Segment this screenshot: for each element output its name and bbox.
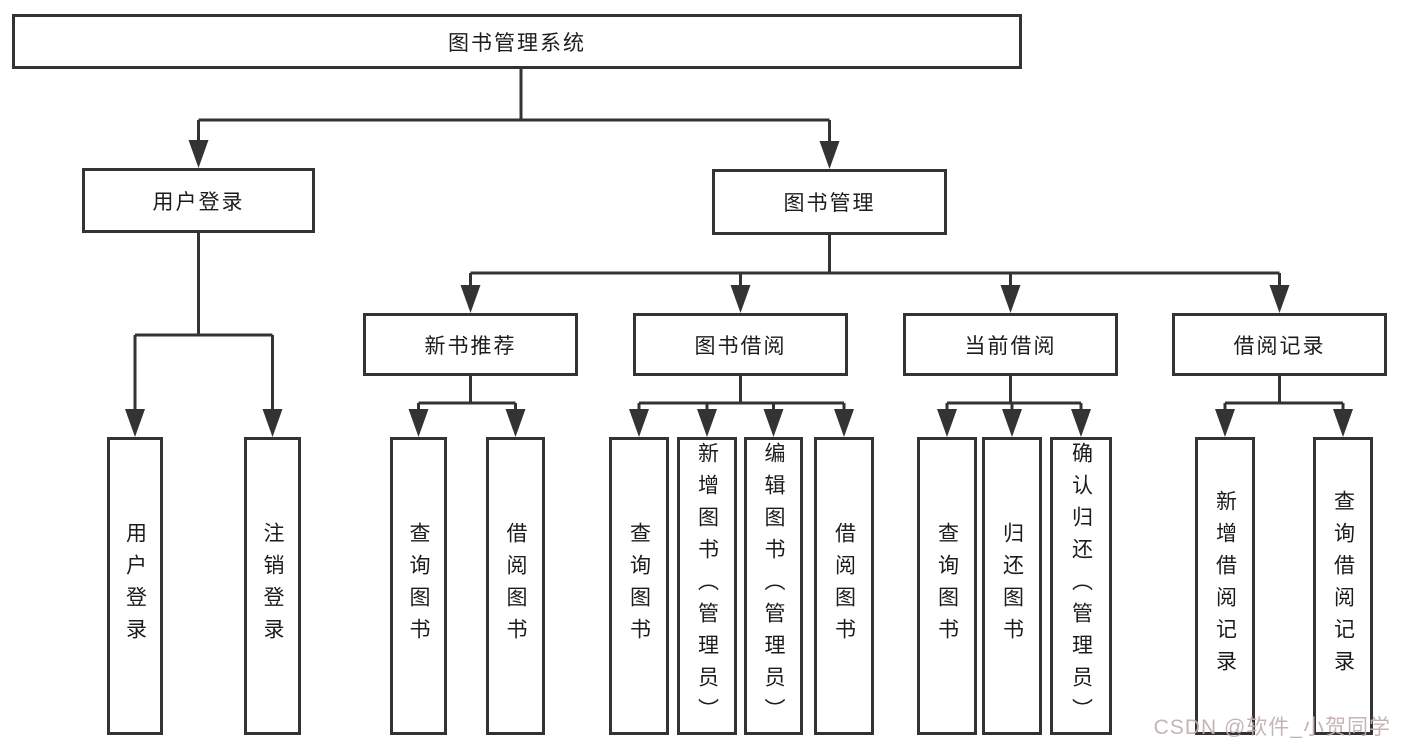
leaf-edit-book-admin-label: 编辑图书（管理员） (762, 442, 785, 730)
leaf-add-borrow-record-label: 新增借阅记录 (1213, 490, 1237, 682)
node-borrow-records-label: 借阅记录 (1233, 334, 1326, 358)
node-book-borrow-label: 图书借阅 (694, 334, 787, 358)
leaf-add-borrow-record: 新增借阅记录 (1195, 437, 1255, 735)
leaf-borrow-books-label: 借阅图书 (832, 522, 856, 650)
leaf-query-books-current-label: 查询图书 (935, 522, 959, 650)
leaf-edit-book-admin: 编辑图书（管理员） (744, 437, 803, 735)
leaf-return-books-label: 归还图书 (1000, 522, 1024, 650)
leaf-query-books-current: 查询图书 (917, 437, 977, 735)
leaf-confirm-return-admin: 确认归还（管理员） (1050, 437, 1112, 735)
leaf-add-book-admin-label: 新增图书（管理员） (695, 442, 719, 730)
leaf-user-login-label: 用户登录 (123, 522, 147, 650)
node-new-book-recommend: 新书推荐 (363, 313, 578, 376)
node-new-book-recommend-label: 新书推荐 (424, 334, 517, 358)
leaf-return-books: 归还图书 (982, 437, 1042, 735)
leaf-confirm-return-admin-label: 确认归还（管理员） (1069, 442, 1093, 730)
leaf-query-borrow-record: 查询借阅记录 (1313, 437, 1373, 735)
node-borrow-records: 借阅记录 (1172, 313, 1387, 376)
leaf-user-login: 用户登录 (107, 437, 163, 735)
leaf-add-book-admin: 新增图书（管理员） (677, 437, 737, 735)
leaf-query-books-recommend-label: 查询图书 (407, 522, 430, 650)
leaf-borrow-books-recommend: 借阅图书 (486, 437, 545, 735)
node-root-label: 图书管理系统 (448, 31, 586, 55)
leaf-query-books-recommend: 查询图书 (390, 437, 447, 735)
node-user-login-label: 用户登录 (152, 190, 245, 214)
node-root: 图书管理系统 (12, 14, 1022, 69)
node-book-management-label: 图书管理 (783, 192, 876, 215)
leaf-query-books-borrow: 查询图书 (609, 437, 669, 735)
node-user-login: 用户登录 (82, 168, 315, 233)
node-book-management: 图书管理 (712, 169, 947, 235)
node-book-borrow: 图书借阅 (633, 313, 848, 376)
leaf-query-books-borrow-label: 查询图书 (627, 522, 651, 650)
leaf-query-borrow-record-label: 查询借阅记录 (1331, 490, 1355, 682)
leaf-borrow-books: 借阅图书 (814, 437, 874, 735)
node-current-borrow: 当前借阅 (903, 313, 1118, 376)
leaf-borrow-books-recommend-label: 借阅图书 (504, 522, 527, 650)
leaf-logout: 注销登录 (244, 437, 301, 735)
node-current-borrow-label: 当前借阅 (964, 334, 1057, 358)
leaf-logout-label: 注销登录 (261, 522, 284, 650)
